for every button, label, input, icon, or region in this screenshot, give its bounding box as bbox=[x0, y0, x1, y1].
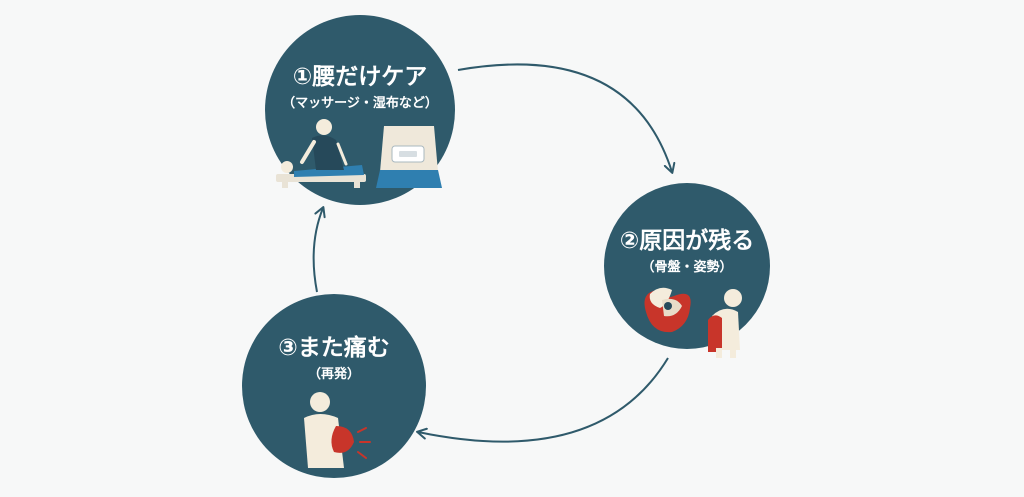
back-pain-icon bbox=[304, 392, 371, 468]
node-title: ②原因が残る bbox=[620, 227, 754, 254]
node-pain-again: ③また痛む （再発） bbox=[242, 294, 426, 478]
massage-icon bbox=[276, 119, 366, 188]
node-subtitle: （再発） bbox=[308, 366, 360, 382]
node-title: ①腰だけケア bbox=[293, 64, 427, 90]
node-circle bbox=[242, 294, 426, 478]
arrow-cause-to-pain bbox=[416, 357, 669, 443]
arrow-pain-to-care bbox=[312, 206, 326, 293]
pelvis-icon bbox=[644, 287, 691, 333]
node-subtitle: （マッサージ・湿布など） bbox=[282, 95, 438, 111]
node-title: ③また痛む bbox=[278, 334, 389, 361]
node-cause-remains: ②原因が残る （骨盤・姿勢） bbox=[604, 183, 770, 358]
waist-compress-icon bbox=[376, 126, 442, 188]
bent-posture-icon bbox=[708, 289, 742, 358]
node-lumbar-care: ①腰だけケア （マッサージ・湿布など） bbox=[265, 15, 455, 205]
node-subtitle: （骨盤・姿勢） bbox=[641, 259, 732, 275]
arrow-care-to-cause bbox=[457, 63, 676, 174]
